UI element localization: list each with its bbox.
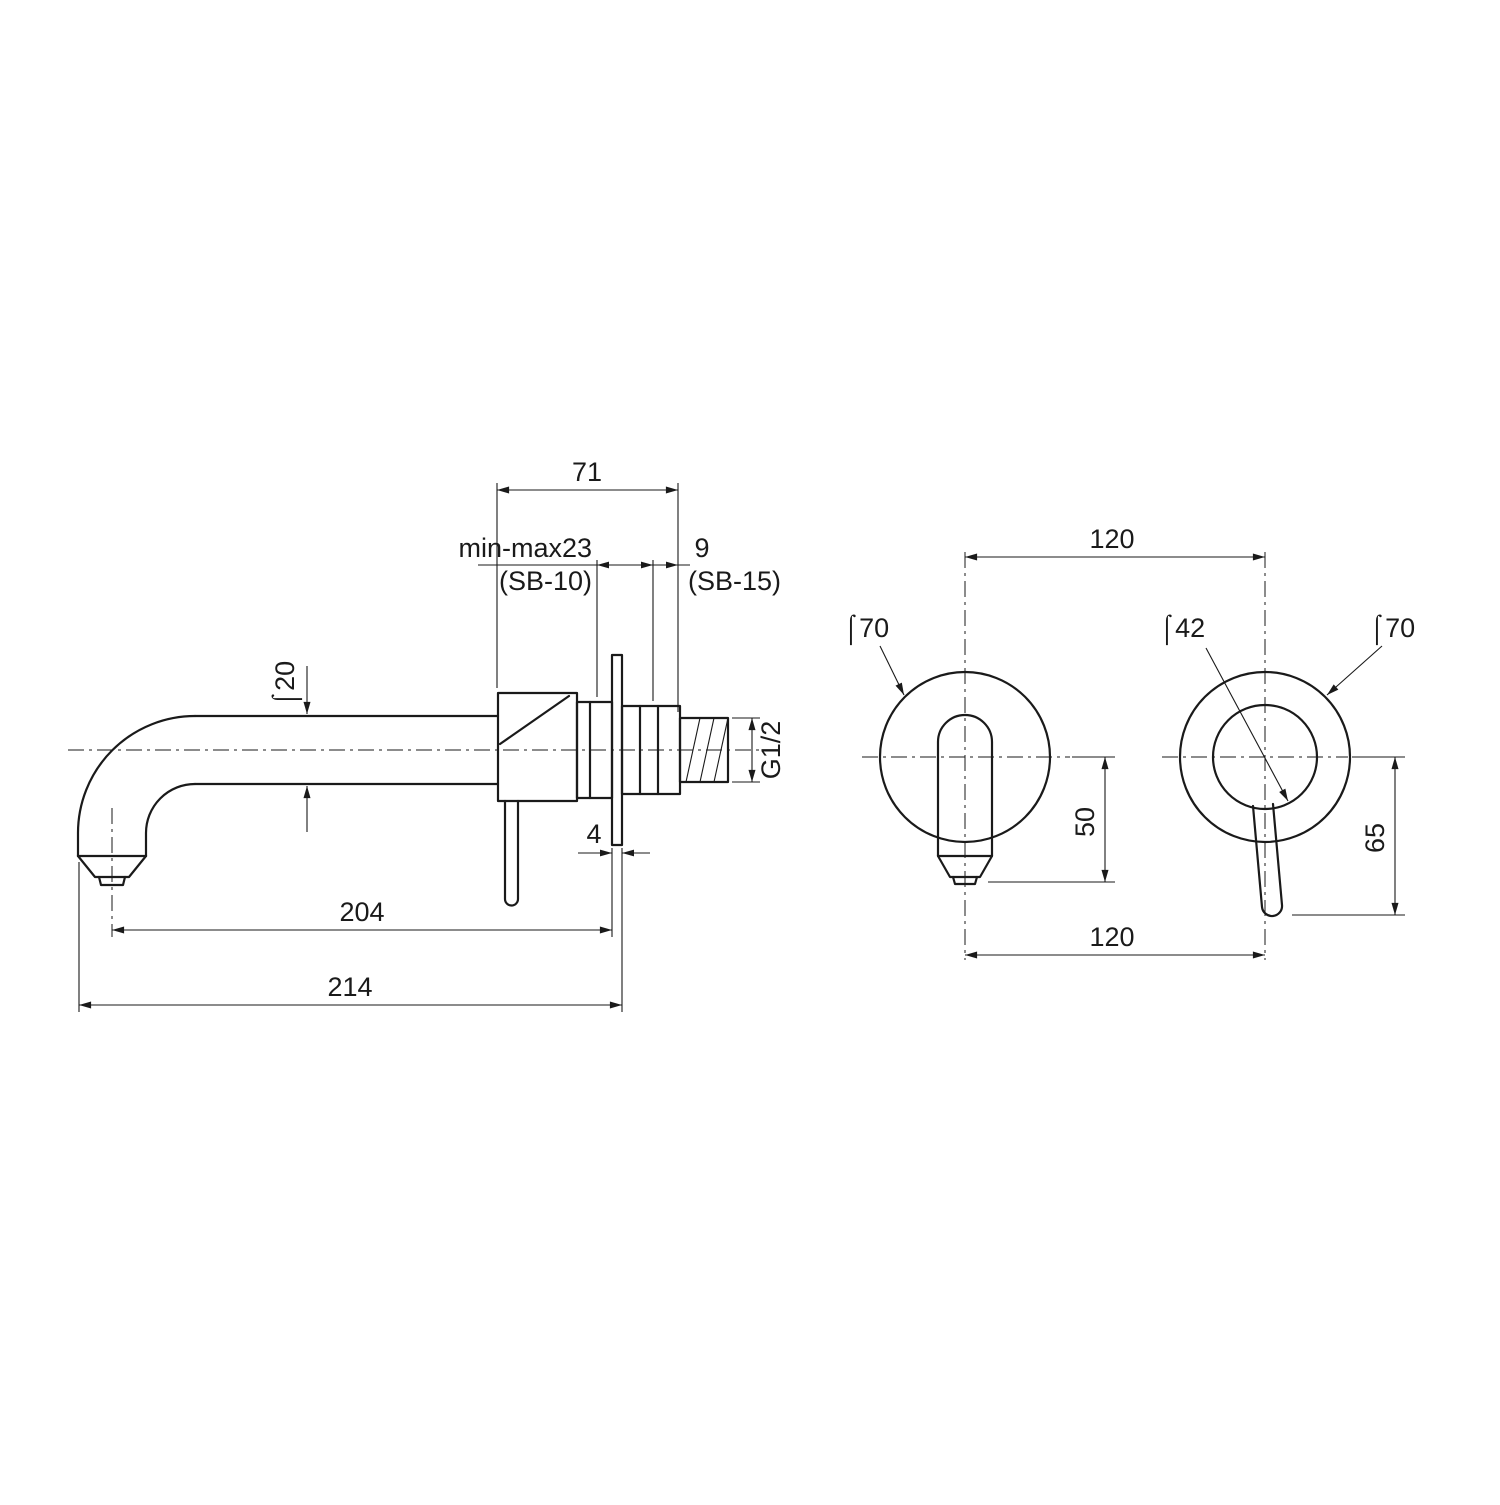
dim-d20: ⌠20 [270,661,311,832]
spout-wall-plate [878,670,1052,844]
spout-inner-arc [144,782,197,858]
dim-d42-label: ⌠42 [1159,613,1205,646]
dim-minmax-arrow-left [597,561,609,569]
spout-aerator-nub [97,875,127,887]
dim-120-top-label: 120 [1089,524,1134,554]
dim-50-label: 50 [1070,807,1100,837]
spout-tip-cone [76,854,148,879]
dim-d42: ⌠42 [1159,613,1289,802]
dim-d42-leader [1205,647,1289,802]
dim-204: 204 [112,897,612,934]
handle-lever-front [1251,802,1284,918]
handle-hub [1211,703,1319,811]
spout-front-tip-cone [936,854,994,879]
dim-d70-handle-label: ⌠70 [1369,613,1415,646]
dim-sb15-label: (SB-15) [688,566,781,596]
dim-d70-spout-leader [879,645,905,696]
dim-65-label: 65 [1360,823,1390,853]
front-view-spout: ⌠70 50 120 [843,524,1265,960]
dim-d70-handle: ⌠70 [1326,613,1415,696]
dim-4-label: 4 [586,819,601,849]
dim-g12-label: G1/2 [756,721,786,780]
dim-4-arrow-right [622,849,634,857]
dim-9-arrow [666,561,678,569]
dim-71: 71 [496,457,679,712]
mixer-body [496,691,579,803]
dim-120-bottom-label: 120 [1089,922,1134,952]
dim-minmax-label: min-max23 [458,533,592,563]
side-view: 71 min-max23 (SB-10) 9 (SB-15) ⌠20 G1/2 [68,457,786,1012]
thread-connector [678,716,730,784]
handle-lever-side [503,799,520,907]
dim-9-label: 9 [694,533,709,563]
front-view-handle: ⌠42 ⌠70 65 120 [965,552,1415,960]
dim-d70-spout-label: ⌠70 [843,613,889,646]
dim-71-label: 71 [572,457,602,487]
dim-214-label: 214 [327,972,372,1002]
thread-hatch-1 [685,717,701,783]
dim-minmax-row: min-max23 (SB-10) 9 (SB-15) [458,533,781,701]
dim-d70-handle-leader [1326,645,1383,696]
handle-wall-plate [1178,670,1352,844]
dim-214: 214 [78,862,622,1012]
dim-50: 50 [988,756,1115,883]
dim-minmax-arrow-right [641,561,653,569]
dim-120-top: 120 [965,524,1265,561]
spout-outer-arc [76,714,197,858]
dim-4: 4 [578,819,650,1012]
spout-front-aerator-nub [951,875,979,886]
dim-65: 65 [1292,756,1405,916]
thread-hatch-2 [699,717,715,783]
dim-120-bottom: 120 [965,922,1265,959]
dim-204-label: 204 [339,897,384,927]
dim-d70-spout: ⌠70 [843,613,905,696]
mixer-body-joint-line [498,694,571,746]
dim-4-arrow-left [600,849,612,857]
dim-d20-label: ⌠20 [270,661,303,707]
spout-front-body [936,713,994,858]
dim-g12: G1/2 [732,717,786,783]
dim-sb10-label: (SB-10) [499,566,592,596]
thread-hatch-3 [713,717,729,783]
